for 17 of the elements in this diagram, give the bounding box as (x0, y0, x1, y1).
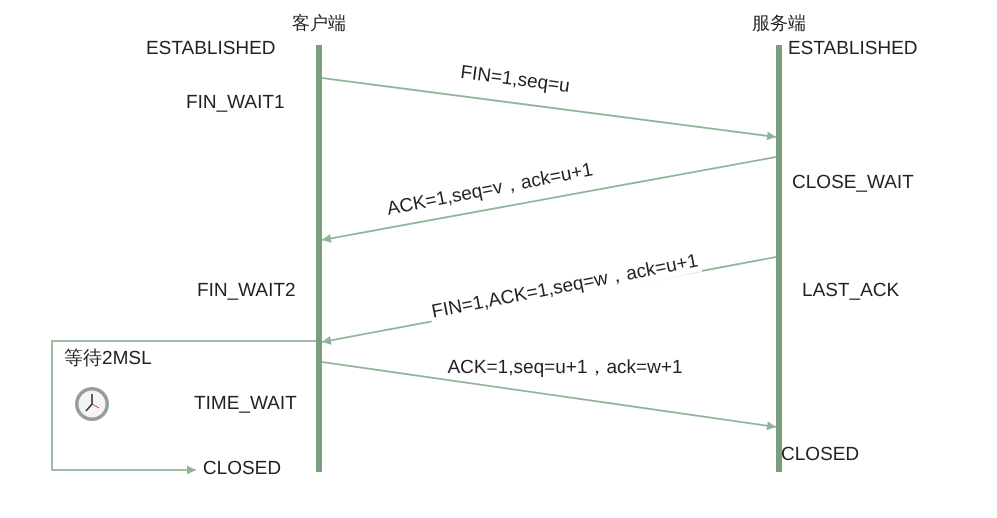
state-label: ESTABLISHED (788, 38, 918, 60)
arrow (51, 340, 316, 474)
state-label: ESTABLISHED (146, 38, 276, 60)
state-label: LAST_ACK (802, 280, 900, 302)
lifeline-heading: 客户端 (291, 12, 347, 34)
state-label: FIN_WAIT2 (197, 280, 296, 302)
edge-label: ACK=1,seq=u+1，ack=w+1 (446, 357, 684, 379)
lifeline-heading: 服务端 (751, 12, 807, 34)
state-label: CLOSED (781, 444, 860, 466)
arrow (322, 361, 776, 430)
state-label: TIME_WAIT (194, 393, 297, 415)
state-label: FIN_WAIT1 (186, 92, 285, 114)
state-label: 等待2MSL (64, 348, 152, 370)
arrow (322, 77, 776, 140)
state-label: CLOSED (196, 458, 288, 482)
arrow (322, 156, 776, 243)
state-label: CLOSE_WAIT (792, 172, 914, 194)
